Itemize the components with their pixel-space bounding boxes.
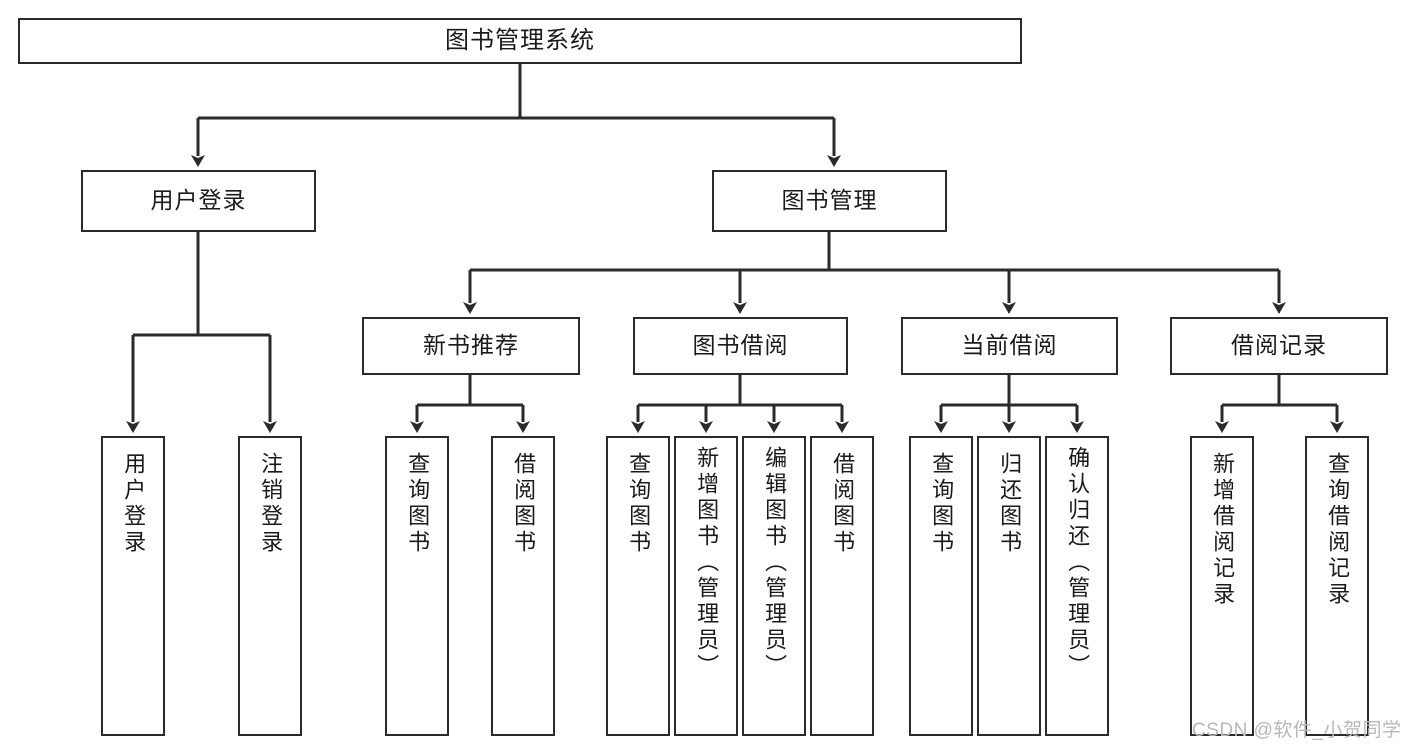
node-leaf-user-login[interactable]: 用户登录 xyxy=(101,436,165,736)
node-label: 查询图书 xyxy=(626,452,652,556)
node-book-management[interactable]: 图书管理 xyxy=(712,170,947,232)
node-current-borrow[interactable]: 当前借阅 xyxy=(901,317,1118,375)
node-borrow-record[interactable]: 借阅记录 xyxy=(1170,317,1388,375)
node-label: 编辑图书（管理员） xyxy=(762,446,788,680)
node-leaf-borrow-book[interactable]: 借阅图书 xyxy=(810,436,874,736)
node-label: 借阅图书 xyxy=(511,452,537,556)
node-leaf-add-book-admin[interactable]: 新增图书（管理员） xyxy=(674,436,738,736)
node-label: 图书管理系统 xyxy=(445,26,595,54)
node-leaf-edit-book-admin[interactable]: 编辑图书（管理员） xyxy=(742,436,806,736)
node-leaf-return-book[interactable]: 归还图书 xyxy=(977,436,1041,736)
node-label: 注销登录 xyxy=(258,452,284,556)
node-label: 查询图书 xyxy=(405,452,431,556)
node-label: 图书借阅 xyxy=(692,332,789,359)
node-user-login[interactable]: 用户登录 xyxy=(81,170,316,232)
node-new-book-recommend[interactable]: 新书推荐 xyxy=(362,317,580,375)
node-book-borrow[interactable]: 图书借阅 xyxy=(633,317,848,375)
node-leaf-query-book-current[interactable]: 查询图书 xyxy=(909,436,973,736)
node-leaf-query-book-borrow[interactable]: 查询图书 xyxy=(606,436,670,736)
node-label: 确认归还（管理员） xyxy=(1065,446,1091,680)
node-label: 用户登录 xyxy=(121,452,147,556)
node-label: 借阅图书 xyxy=(830,452,856,556)
node-leaf-logout-login[interactable]: 注销登录 xyxy=(238,436,302,736)
node-leaf-query-book-recommend[interactable]: 查询图书 xyxy=(385,436,449,736)
watermark: CSDN @软件_小贺同学 xyxy=(1192,720,1402,741)
node-leaf-confirm-return-admin[interactable]: 确认归还（管理员） xyxy=(1045,436,1109,736)
node-label: 新增借阅记录 xyxy=(1210,452,1236,608)
node-label: 归还图书 xyxy=(997,452,1023,556)
node-label: 新书推荐 xyxy=(423,332,519,359)
node-label: 借阅记录 xyxy=(1231,332,1327,359)
node-label: 查询借阅记录 xyxy=(1325,452,1351,608)
node-label: 当前借阅 xyxy=(961,332,1058,359)
node-leaf-add-borrow-record[interactable]: 新增借阅记录 xyxy=(1190,436,1254,736)
node-root-book-management-system[interactable]: 图书管理系统 xyxy=(18,18,1022,64)
node-label: 查询图书 xyxy=(929,452,955,556)
node-label: 图书管理 xyxy=(781,187,878,214)
node-leaf-borrow-book-recommend[interactable]: 借阅图书 xyxy=(491,436,555,736)
node-leaf-query-borrow-record[interactable]: 查询借阅记录 xyxy=(1305,436,1369,736)
node-label: 新增图书（管理员） xyxy=(694,446,720,680)
node-label: 用户登录 xyxy=(150,187,247,214)
